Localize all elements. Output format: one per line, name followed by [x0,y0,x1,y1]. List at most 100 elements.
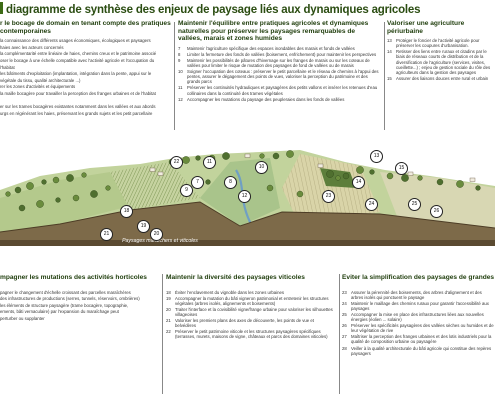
item-text: Maintenir le maillage des chemins ruraux… [351,300,489,311]
tree-mark [356,166,364,174]
tree-mark [72,194,80,202]
item-number: 7 [178,45,181,51]
number-badge: 12 [238,190,251,203]
item-text: Préserver les continuités hydrauliques e… [187,85,378,96]
cross-section-base [0,240,495,246]
tree-mark [475,185,481,191]
item-text: Préserver le petit patrimoine viticole e… [175,329,328,340]
tree-mark [436,178,444,186]
field-bocage [0,172,130,232]
separator [339,274,340,394]
strip-label-vallee: Paysage de vallée [213,246,257,252]
item-text: Valoriser les premiers plans des axes de… [175,318,314,329]
item-text: Maintenir les possibilités de pâtures d'… [187,57,370,69]
item-text: Protéger le foncier de l'activité agrico… [396,38,480,49]
item-number: 11 [178,85,183,91]
item-text: Assurer la pérennité des boisements, des… [351,289,482,300]
item-number: 20 [166,306,171,312]
block-bocage-lines: la connaissance des différents usages éc… [0,38,172,116]
tree-mark [335,175,341,181]
item-text: Traiter l'interface et la covisibilité v… [175,306,333,317]
text-line: rer les zones d'activités et équipements [0,84,76,90]
tree-mark [55,197,61,203]
tree-mark [369,169,375,175]
item-number: 9 [178,57,181,63]
item-number: 26 [342,323,347,329]
block-periurbaine: Valoriser une agriculture périurbaine 13… [387,20,495,132]
tree-mark [105,185,111,191]
text-line: la maille bocagère pour travailler la pe… [0,90,156,96]
text-line: ements, bâti vernaculaire) par l'expansi… [0,309,119,315]
number-badge: 11 [203,156,216,169]
number-badge: 13 [370,150,383,163]
text-line [0,98,172,103]
tree-mark [386,172,394,180]
title-text: diagramme de synthèse des enjeux de pays… [6,4,421,16]
tree-mark [266,184,274,192]
item-text: Soigner l'occupation des coteaux : prése… [187,69,379,85]
numbered-item: 20 Traiter l'interface et la covisibilité… [166,307,336,317]
item-number: 8 [178,51,181,57]
tree-mark [81,172,87,178]
numbered-item: 25 Accompagner la mise en place des infra… [342,312,495,322]
number-badge: 20 [150,228,163,241]
numbered-item: 7 Maintenir l'agriculture spécifique des … [178,46,380,51]
text-line: végétale du tissu, qualité architectural… [0,77,81,83]
block-vallees-heading: Maintenir l'équilibre entre pratiques ag… [178,20,369,43]
tree-mark [326,170,334,178]
tree-mark [14,186,22,194]
text-line: oser le bocage à une échelle compatible … [0,57,155,63]
numbered-item: 11 Préserver les continuités hydrauliques… [178,85,380,95]
item-number: 13 [387,38,392,44]
tree-mark [36,200,44,208]
tree-mark [272,152,280,160]
tree-mark [90,190,98,198]
strip-label-alternance: Paysage d'alternance entre cultures et f… [303,246,407,252]
cross-section-soil [0,201,495,233]
number-badge: 7 [191,176,204,189]
text-line: la complémentarité entre linéaire de hai… [0,51,157,57]
text-line: la connaissance des différents usages éc… [0,38,151,44]
tree-mark [52,176,60,184]
number-badge: 14 [352,176,365,189]
separator [162,274,163,394]
tree-mark [41,179,47,185]
tree-mark [18,204,26,212]
text-line: l'habitat [0,64,15,70]
item-number: 25 [342,311,347,317]
separator [174,22,175,130]
field-vines [110,162,200,210]
block-periurbaine-items: 13 Protéger le foncier de l'activité agri… [387,38,495,81]
title-bar [0,2,3,14]
item-text: Préserver les spécificités paysagères de… [351,323,494,334]
item-number: 18 [166,289,171,295]
tree-mark [222,152,230,160]
item-text: Limiter la fermeture des fonds de vallée… [187,51,377,57]
item-text: Veiller à la qualité architecturale du b… [351,345,492,356]
item-text: Maintenir l'agriculture spécifique des e… [187,45,355,51]
block-periurbaine-heading: Valoriser une agriculture périurbaine [387,20,465,35]
tree-mark [66,174,74,182]
tree-mark [195,155,201,161]
text-line: urgs en régénérant les haies, préservant… [0,110,153,116]
number-badge: 8 [224,176,237,189]
tree-mark [259,153,265,159]
text-line: er sur les trames bocagères existantes n… [0,104,156,110]
tree-mark [286,150,294,158]
item-text: Maîtriser la perception des franges urba… [351,334,492,345]
item-text: Accompagner la mise en place des infrast… [351,311,484,323]
item-number: 28 [342,345,347,351]
numbered-item: 13 Protéger le foncier de l'activité agri… [387,38,495,48]
tree-mark [401,174,409,182]
numbered-item: 28 Veiller à la qualité architecturale du… [342,346,495,356]
item-text: Retisser des liens entre ruraux et citad… [396,49,491,75]
item-number: 12 [178,96,183,102]
building-mark [149,167,156,172]
